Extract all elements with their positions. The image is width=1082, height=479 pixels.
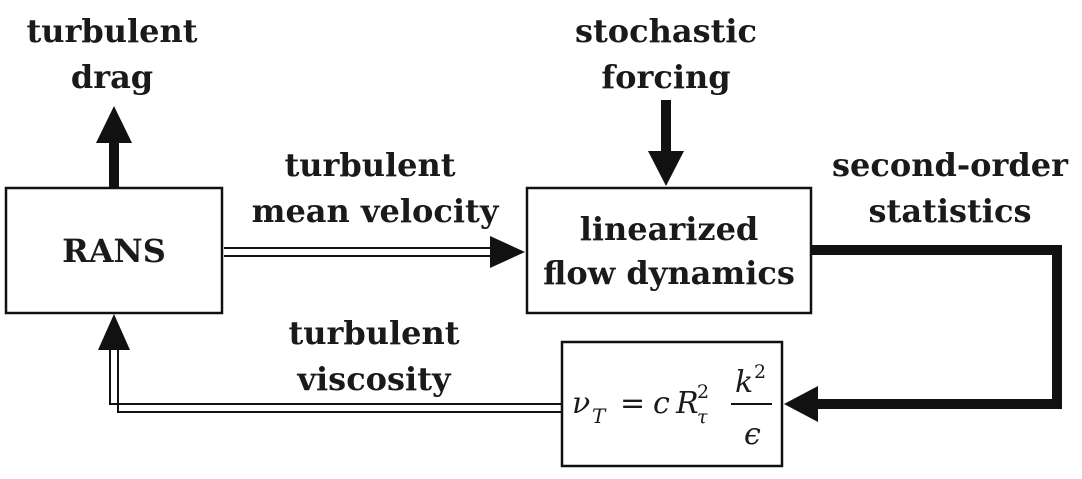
eq-nu-sub: T: [592, 404, 607, 428]
eq-c: c: [653, 386, 670, 421]
mean-velocity-label-line1: turbulent: [284, 146, 455, 184]
eq-R: R: [675, 386, 699, 421]
turbulent-viscosity-arrow: [98, 314, 562, 413]
eq-R-sup: 2: [697, 381, 709, 403]
mean-velocity-label-line2: mean velocity: [252, 192, 500, 230]
drag-output-arrow: [96, 106, 132, 188]
viscosity-label-line1: turbulent: [288, 314, 459, 352]
viscosity-label-line2: viscosity: [296, 360, 452, 398]
eq-k-sup: 2: [754, 361, 766, 383]
second-order-label-line1: second-order: [832, 146, 1069, 184]
stochastic-forcing-label-line2: forcing: [601, 58, 730, 96]
stochastic-forcing-label-line1: stochastic: [575, 12, 757, 50]
mean-velocity-arrow: [224, 236, 525, 268]
linearized-box: [525, 186, 813, 315]
linearized-label-line2: flow dynamics: [543, 254, 795, 292]
eq-epsilon: ϵ: [744, 417, 761, 452]
turbulent-drag-label-line2: drag: [71, 58, 153, 96]
eq-equals: =: [620, 386, 645, 421]
rans-box: [4, 186, 224, 315]
turbulent-drag-label-line1: turbulent: [26, 12, 197, 50]
forcing-input-arrow: [648, 100, 684, 186]
eq-nu: ν: [572, 386, 590, 421]
second-order-label-line2: statistics: [869, 192, 1032, 230]
rans-label: RANS: [62, 232, 166, 270]
turbulent-viscosity-equation: ν T = c R 2 τ k 2 ϵ: [572, 361, 772, 452]
eq-k: k: [735, 365, 753, 400]
second-order-statistics-arrow: [784, 245, 1062, 422]
eq-R-sub: τ: [697, 406, 708, 428]
linearized-label-line1: linearized: [580, 210, 759, 248]
